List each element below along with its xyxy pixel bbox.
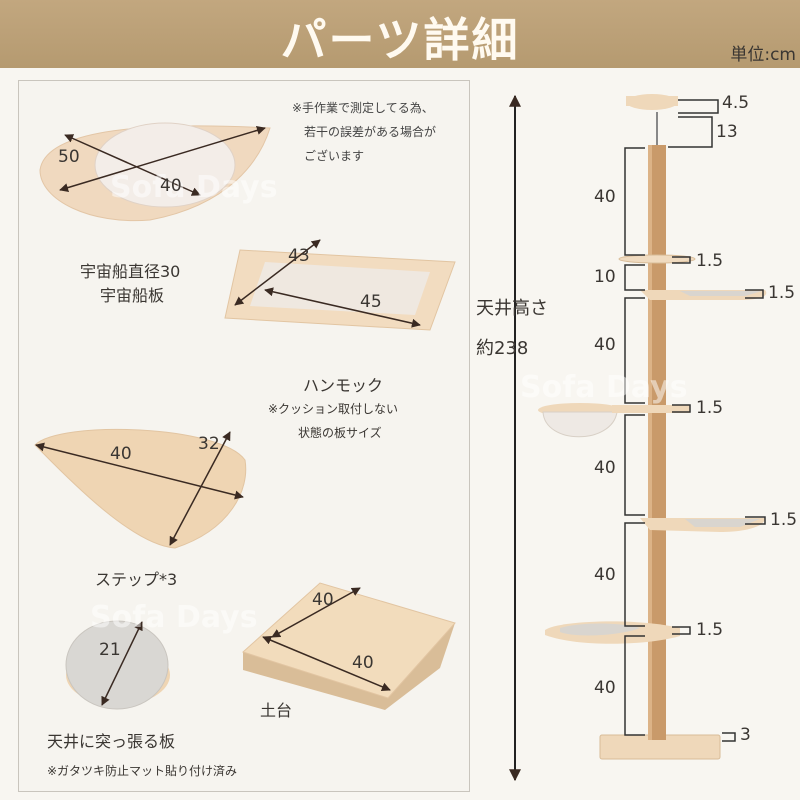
- ceiling-plate: [65, 620, 170, 710]
- spaceship-caption: 宇宙船直径30: [80, 262, 181, 281]
- note-line: ※手作業で測定してる為、: [292, 101, 434, 115]
- dim-label: 1.5: [696, 398, 724, 418]
- step-board: [34, 428, 247, 549]
- dim-label: 40: [594, 458, 616, 478]
- dim-label: 3: [740, 725, 751, 745]
- ceiling-plate-note: ※ガタツキ防止マット貼り付け済み: [47, 764, 238, 778]
- hammock: [224, 239, 456, 331]
- dim-label: 1.5: [696, 620, 724, 640]
- watermark: Sofa Days: [110, 170, 278, 205]
- dim-label: 40: [594, 187, 616, 207]
- dim-label: 1.5: [696, 251, 724, 271]
- spaceship-board: [39, 122, 271, 222]
- watermark: Sofa Days: [520, 370, 688, 405]
- measurement-note: ※手作業で測定してる為、 若干の誤差がある場合が ございます: [292, 96, 436, 168]
- hammock-note: ※クッション取付しない: [268, 402, 399, 416]
- dim-label: 10: [594, 267, 616, 287]
- hammock-caption: ハンモック: [303, 376, 384, 395]
- dim-label: 45: [360, 292, 382, 312]
- ceiling-height-label: 天井高さ: [476, 298, 548, 319]
- base-caption: 土台: [260, 701, 293, 720]
- note-line: ございます: [304, 149, 365, 163]
- ceiling-plate-caption: 天井に突っ張る板: [47, 732, 176, 751]
- dim-label: 40: [594, 678, 616, 698]
- dim-label: 43: [288, 246, 310, 266]
- ceiling-height-value: 約238: [476, 338, 529, 359]
- step-caption: ステップ*3: [95, 570, 178, 589]
- dim-label: 40: [160, 176, 182, 196]
- dim-label: 40: [312, 590, 334, 610]
- hammock-note: 状態の板サイズ: [298, 426, 382, 440]
- watermark: Sofa Days: [90, 600, 258, 635]
- spaceship-caption: 宇宙船板: [100, 286, 165, 305]
- dim-label: 50: [58, 147, 80, 167]
- dim-label: 4.5: [722, 93, 750, 113]
- dim-label: 1.5: [770, 510, 798, 530]
- base-board: [242, 582, 456, 710]
- dim-label: 40: [352, 653, 374, 673]
- page-title: パーツ詳細: [280, 13, 520, 67]
- dim-label: 13: [716, 122, 738, 142]
- dim-label: 40: [594, 335, 616, 355]
- dim-label: 21: [99, 640, 121, 660]
- dim-label: 40: [110, 444, 132, 464]
- dim-label: 32: [198, 434, 220, 454]
- cat-tower: [509, 94, 767, 782]
- header-banner: パーツ詳細 単位:cm: [0, 0, 800, 68]
- dim-label: 40: [594, 565, 616, 585]
- dim-label: 1.5: [768, 283, 796, 303]
- unit-label: 単位:cm: [730, 45, 796, 65]
- note-line: 若干の誤差がある場合が: [304, 125, 437, 139]
